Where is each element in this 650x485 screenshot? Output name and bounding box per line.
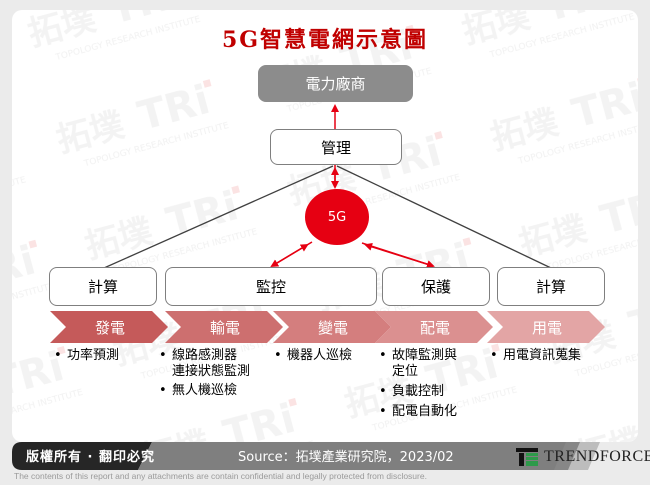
stage-label-transmission: 輸電 bbox=[209, 318, 240, 337]
footer-copyright-bg bbox=[12, 442, 152, 470]
bullets-consumption: 用電資訊蒐集 bbox=[489, 348, 581, 364]
stage-label-consumption: 用電 bbox=[531, 318, 562, 337]
management-node: 管理 bbox=[270, 129, 402, 165]
bullets-generation: 功率預測 bbox=[53, 348, 119, 364]
bullet-text: 線路感測器 bbox=[172, 348, 238, 363]
bullets-substation: 機器人巡檢 bbox=[273, 348, 352, 364]
bullet-text-cont: 連接狀態監測 bbox=[172, 364, 251, 379]
function-box-compute-left: 計算 bbox=[49, 267, 157, 306]
chevron-consumption bbox=[487, 311, 605, 343]
bullet-item: 線路感測器 連接狀態監測 bbox=[158, 348, 250, 380]
bullet-item: 故障監測與 定位 bbox=[378, 348, 457, 380]
diagram-title: 5G智慧電網示意圖 bbox=[221, 27, 429, 53]
bullet-item: 負載控制 bbox=[378, 384, 457, 400]
vendor-node: 電力廠商 bbox=[258, 65, 413, 102]
bullet-item: 用電資訊蒐集 bbox=[489, 348, 581, 364]
bullets-transmission: 線路感測器 連接狀態監測 無人機巡檢 bbox=[158, 348, 250, 399]
stage-label-substation: 變電 bbox=[317, 318, 348, 337]
footer-divider bbox=[554, 442, 600, 470]
chevron-generation bbox=[50, 311, 168, 343]
arrow-protection-to-5g bbox=[364, 242, 434, 267]
connector-left bbox=[103, 165, 334, 269]
chevron-substation bbox=[273, 311, 391, 343]
bullet-text-cont: 定位 bbox=[392, 364, 419, 379]
trendforce-logo: TRENDFORCE bbox=[516, 448, 650, 466]
bullet-text: 用電資訊蒐集 bbox=[503, 348, 582, 363]
chevron-transmission bbox=[165, 311, 283, 343]
connector-right bbox=[336, 165, 552, 269]
5g-node: 5G bbox=[305, 189, 369, 245]
bullet-text: 功率預測 bbox=[67, 348, 120, 363]
disclaimer-text: The contents of this report and any atta… bbox=[14, 471, 427, 481]
chevron-distribution bbox=[375, 311, 493, 343]
arrow-monitoring-to-5g bbox=[271, 243, 309, 267]
source-text: Source：拓墣產業研究院，2023/02 bbox=[238, 450, 454, 465]
bullet-text: 故障監測與 bbox=[392, 348, 458, 363]
function-box-compute-right: 計算 bbox=[497, 267, 605, 306]
bullets-distribution: 故障監測與 定位 負載控制 配電自動化 bbox=[378, 348, 457, 420]
bullet-item: 配電自動化 bbox=[378, 404, 457, 420]
stage-label-distribution: 配電 bbox=[419, 318, 450, 337]
stage-label-generation: 發電 bbox=[94, 318, 125, 337]
trendforce-mark-icon bbox=[516, 448, 538, 466]
bullet-text: 配電自動化 bbox=[392, 404, 458, 419]
function-box-monitoring: 監控 bbox=[165, 267, 377, 306]
function-box-protection: 保護 bbox=[382, 267, 490, 306]
bullet-item: 功率預測 bbox=[53, 348, 119, 364]
bullet-item: 機器人巡檢 bbox=[273, 348, 352, 364]
footer-source-bg bbox=[138, 442, 580, 470]
bullet-text: 負載控制 bbox=[392, 384, 445, 399]
bullet-item: 無人機巡檢 bbox=[158, 383, 250, 399]
copyright-notice: 版權所有 · 翻印必究 bbox=[26, 450, 155, 465]
bullet-text: 無人機巡檢 bbox=[172, 383, 238, 398]
bullet-text: 機器人巡檢 bbox=[287, 348, 353, 363]
trendforce-wordmark: TRENDFORCE bbox=[544, 448, 650, 465]
